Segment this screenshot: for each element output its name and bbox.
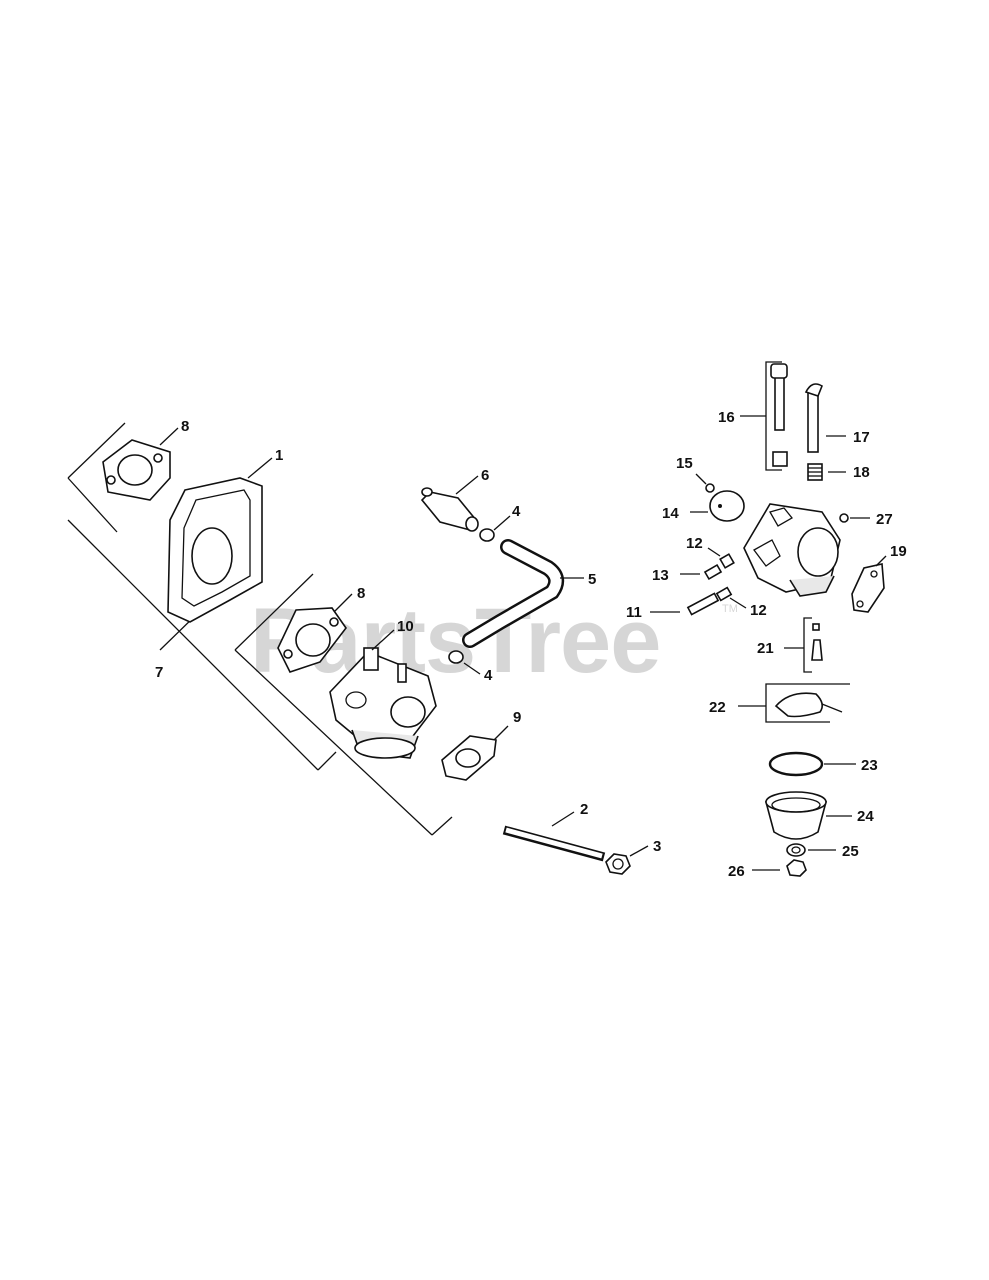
callout-6: 6 bbox=[481, 467, 489, 484]
callout-2: 2 bbox=[580, 801, 588, 818]
spring-13 bbox=[680, 563, 723, 581]
gasket-9 bbox=[441, 725, 509, 781]
callout-7: 7 bbox=[155, 664, 163, 681]
callout-1: 1 bbox=[275, 447, 283, 464]
air-cleaner-base-1 bbox=[167, 457, 273, 623]
carburetor-10 bbox=[329, 629, 437, 759]
callout-4-lower: 4 bbox=[484, 667, 493, 684]
spring-18 bbox=[807, 463, 846, 481]
callout-18: 18 bbox=[853, 464, 870, 481]
callout-19: 19 bbox=[890, 543, 907, 560]
plate-19 bbox=[851, 555, 887, 613]
callout-12-upper: 12 bbox=[686, 535, 703, 552]
screw-27 bbox=[839, 513, 870, 523]
callout-24: 24 bbox=[857, 808, 874, 825]
callout-26: 26 bbox=[728, 863, 745, 880]
callout-labels: 1 2 3 4 4 5 6 7 8 8 9 10 11 12 12 13 14 … bbox=[155, 409, 907, 880]
callout-22: 22 bbox=[709, 699, 726, 716]
callout-8-top: 8 bbox=[181, 418, 189, 435]
screw-11 bbox=[650, 592, 720, 616]
callout-17: 17 bbox=[853, 429, 870, 446]
float-22 bbox=[738, 683, 850, 723]
watermark-trademark: TM bbox=[722, 603, 738, 615]
gasket-ring-23 bbox=[768, 751, 856, 777]
bowl-24 bbox=[764, 791, 852, 840]
callout-5: 5 bbox=[588, 571, 596, 588]
bracket-16 bbox=[740, 361, 788, 471]
callout-16: 16 bbox=[718, 409, 735, 426]
callout-25: 25 bbox=[842, 843, 859, 860]
callout-13: 13 bbox=[652, 567, 669, 584]
carburetor-body bbox=[743, 503, 841, 597]
stud-2 bbox=[502, 811, 606, 862]
callout-12-lower: 12 bbox=[750, 602, 767, 619]
callout-9: 9 bbox=[513, 709, 521, 726]
callout-27: 27 bbox=[876, 511, 893, 528]
screw-15 bbox=[695, 473, 715, 493]
washer-25 bbox=[786, 843, 836, 857]
nut-26 bbox=[752, 859, 807, 877]
fuel-filter-6 bbox=[420, 475, 479, 532]
bracket-21 bbox=[784, 617, 823, 673]
nut-3 bbox=[605, 845, 649, 875]
gasket-8-top bbox=[102, 427, 179, 501]
callout-4-upper: 4 bbox=[512, 503, 521, 520]
callout-21: 21 bbox=[757, 640, 774, 657]
screw-12-upper bbox=[707, 547, 735, 569]
plate-14 bbox=[690, 490, 745, 522]
tube-17 bbox=[804, 383, 846, 453]
gasket-8-lower bbox=[277, 593, 353, 673]
callout-11: 11 bbox=[626, 604, 642, 621]
clamp-4-lower bbox=[448, 650, 481, 675]
callout-3: 3 bbox=[653, 838, 661, 855]
callout-23: 23 bbox=[861, 757, 878, 774]
spring-12-lower bbox=[715, 586, 747, 609]
callout-14: 14 bbox=[662, 505, 679, 522]
fuel-line-5 bbox=[462, 539, 584, 648]
callout-10: 10 bbox=[397, 618, 414, 635]
callout-15: 15 bbox=[676, 455, 693, 472]
callout-8-lower: 8 bbox=[357, 585, 365, 602]
clamp-4-upper bbox=[479, 515, 511, 542]
